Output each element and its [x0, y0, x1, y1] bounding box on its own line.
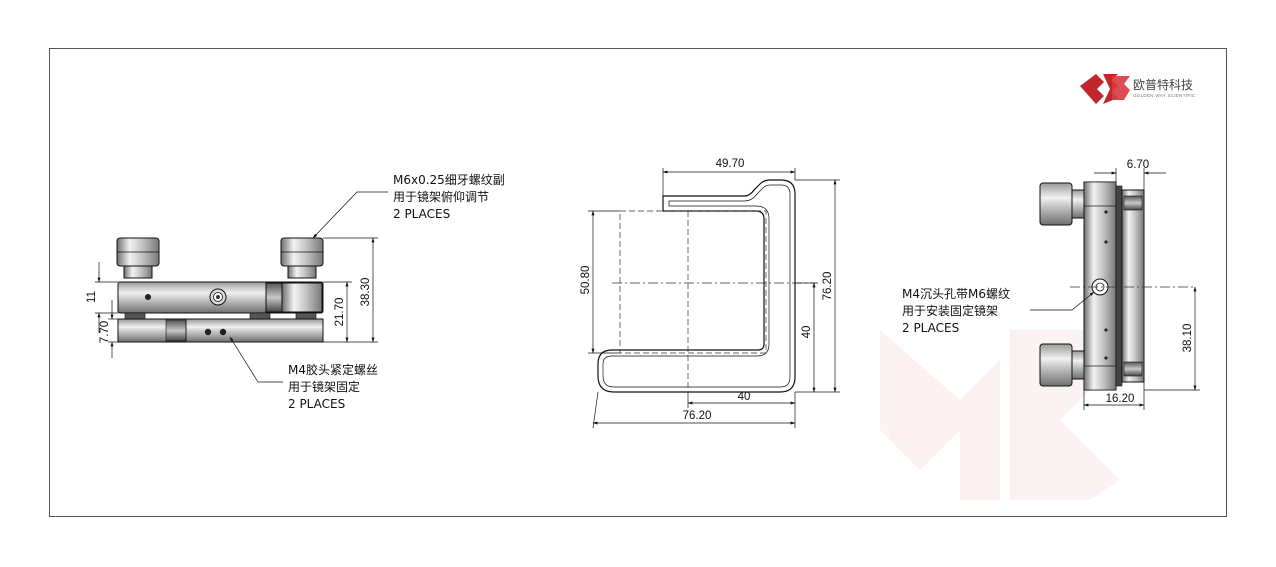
front-view: 38.30 21.70 11 7.70 M6x0.25细牙螺纹副 用于镜架俯仰调…: [86, 173, 505, 411]
logo-en-text: GOLDEN WAY SCIENTIFIC: [1133, 93, 1196, 98]
side-knob-bottom: [1039, 343, 1085, 387]
dim-16-20: 16.20: [1106, 393, 1135, 405]
front-note-bottom-line3: 2 PLACES: [288, 397, 345, 411]
front-note-top-line1: M6x0.25细牙螺纹副: [393, 173, 505, 187]
small-hole: [145, 294, 151, 300]
front-note-bottom-line2: 用于镜架固定: [288, 379, 360, 394]
center-screw: [209, 288, 227, 306]
side-knob-top: [1039, 182, 1085, 226]
slot-block: [265, 282, 283, 313]
dim-76-20-h: 76.20: [683, 410, 712, 422]
dim-38-10: 38.10: [1182, 324, 1194, 353]
side-note-line2: 用于安装固定镜架: [902, 303, 998, 318]
mirror-holder: [1121, 189, 1145, 383]
dim-50-80: 50.80: [580, 266, 592, 295]
side-note-line3: 2 PLACES: [902, 321, 959, 335]
dim-21-70: 21.70: [334, 298, 346, 327]
side-note-line1: M4沉头孔带M6螺纹: [902, 287, 1010, 301]
dim-76-20-v: 76.20: [822, 272, 834, 301]
dim-40-v: 40: [801, 326, 813, 339]
dim-11: 11: [86, 291, 98, 303]
front-note-top-line2: 用于镜架俯仰调节: [393, 189, 489, 204]
set-screw-hole-2: [219, 328, 227, 336]
dim-38-30: 38.30: [360, 278, 372, 307]
logo-cn-text: 欧普特科技: [1133, 77, 1193, 92]
set-screw-hole-1: [204, 328, 212, 336]
top-view: 49.70 50.80 76.20 40 40 76.20: [580, 158, 840, 429]
side-view: 6.70 38.10 16.20 M4沉头孔带M6螺纹 用于安装固定镜架 2 P…: [902, 159, 1200, 410]
left-knob: [116, 237, 160, 279]
dim-6-70: 6.70: [1127, 159, 1149, 171]
logo-mark: [1080, 74, 1130, 104]
front-note-top-line3: 2 PLACES: [393, 207, 450, 221]
dim-40-h: 40: [738, 391, 751, 403]
front-note-bottom-line1: M4胶头紧定螺丝: [288, 362, 378, 377]
right-knob: [280, 237, 324, 279]
dim-49-70: 49.70: [716, 158, 745, 170]
company-logo: 欧普特科技 GOLDEN WAY SCIENTIFIC: [1080, 74, 1196, 104]
dim-7-70: 7.70: [99, 321, 111, 343]
